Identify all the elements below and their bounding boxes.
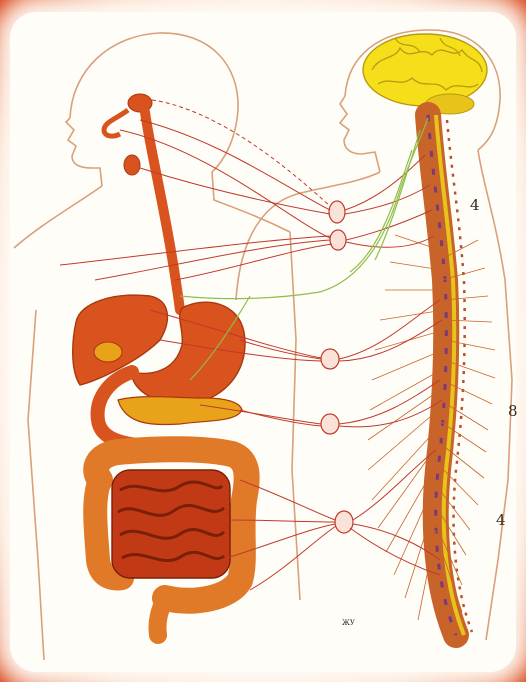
- gallbladder: [94, 342, 122, 362]
- pancreas: [118, 397, 242, 425]
- plate-mark: ЖУ: [342, 619, 355, 627]
- label-thoracic: 8: [508, 402, 518, 420]
- label-lumbar: 4: [496, 511, 506, 529]
- right-body-outline: [236, 30, 512, 640]
- label-cervical: 4: [470, 196, 480, 214]
- ganglion: [321, 201, 353, 533]
- small-intestine: [112, 470, 230, 578]
- esophagus: [145, 112, 180, 310]
- trachea: [104, 110, 140, 175]
- brain: [363, 34, 487, 114]
- rectum: [157, 598, 165, 635]
